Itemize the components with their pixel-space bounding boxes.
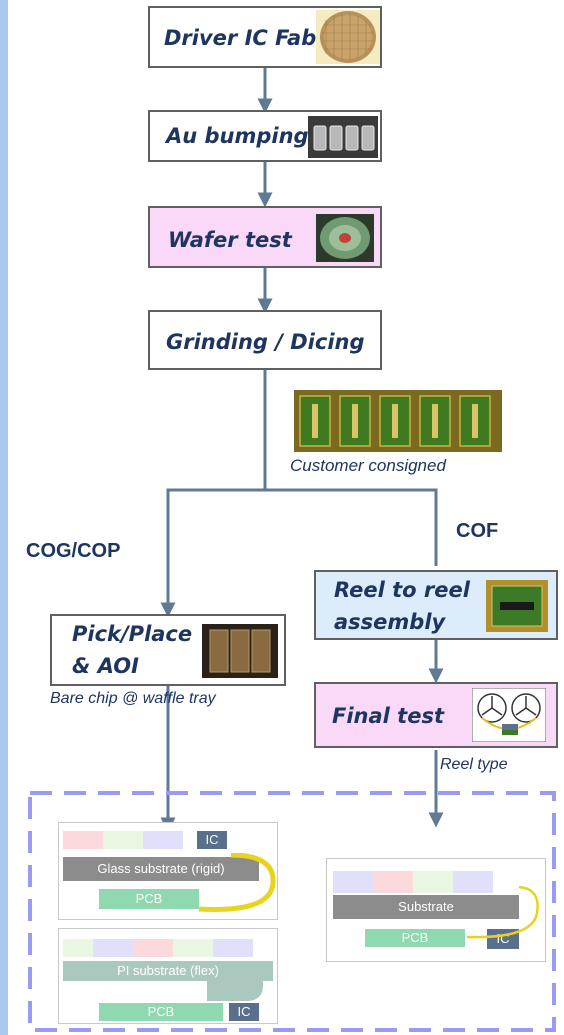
cof-tape-image: [294, 390, 502, 452]
flex-connector: [199, 853, 276, 912]
step-grinding-dicing-label: Grinding / Dicing: [166, 330, 365, 354]
step-final-test-label: Final test: [332, 704, 444, 728]
cof-film-image: [486, 580, 548, 632]
color-filter-green: [63, 939, 93, 957]
step-grinding-dicing: Grinding / Dicing: [148, 310, 382, 370]
ic-chip: IC: [229, 1003, 259, 1021]
left-accent-bar: [0, 0, 8, 1035]
step-pick-place-aoi: Pick/Place & AOI: [50, 614, 286, 686]
color-filter-blue: [143, 831, 183, 849]
step-reel-to-reel: Reel to reel assembly: [314, 570, 558, 640]
step-pick-place-label-line1: Pick/Place: [72, 622, 193, 646]
color-filter-red: [63, 831, 103, 849]
waffle-tray-image: [202, 624, 278, 678]
flex-connector: [467, 885, 539, 939]
step-final-test: Final test: [314, 682, 558, 748]
reel-icon: [472, 688, 546, 742]
color-filter-red: [373, 871, 413, 893]
connector-to-cof: [265, 488, 438, 566]
caption-bare-chip: Bare chip @ waffle tray: [50, 690, 216, 707]
step-driver-ic-fab-label: Driver IC Fab: [164, 26, 317, 50]
color-filter-red: [133, 939, 173, 957]
color-filter-blue: [333, 871, 373, 893]
step-reel-to-reel-label-line2: assembly: [334, 610, 446, 634]
flex-fold: [207, 981, 263, 1001]
color-filter-green: [413, 871, 453, 893]
branch-label-cof: COF: [456, 520, 499, 542]
step-pick-place-label-line2: & AOI: [72, 654, 139, 678]
branch-label-cog-cop: COG/COP: [26, 540, 121, 562]
panel-cof-substrate: Substrate PCB IC: [326, 858, 546, 962]
color-filter-blue: [213, 939, 253, 957]
color-filter-blue: [453, 871, 493, 893]
color-filter-blue: [93, 939, 133, 957]
pcb-bar: PCB: [99, 889, 199, 909]
bump-sem-image: [308, 116, 378, 158]
color-filter-green: [103, 831, 143, 849]
ic-chip: IC: [197, 831, 227, 849]
pi-substrate-bar: PI substrate (flex): [63, 961, 273, 981]
prober-image: [316, 214, 374, 262]
step-au-bumping: Au bumping: [148, 110, 382, 162]
panel-pi-substrate: PI substrate (flex) PCB IC: [58, 928, 278, 1024]
step-wafer-test: Wafer test: [148, 206, 382, 268]
caption-reel-type: Reel type: [440, 756, 508, 773]
pcb-bar: PCB: [99, 1003, 223, 1021]
step-wafer-test-label: Wafer test: [168, 228, 292, 252]
caption-customer-consigned: Customer consigned: [290, 456, 446, 475]
substrate-bar: Substrate: [333, 895, 519, 919]
step-driver-ic-fab: Driver IC Fab: [148, 6, 382, 68]
step-reel-to-reel-label-line1: Reel to reel: [334, 578, 470, 602]
wafer-image: [316, 10, 380, 64]
color-filter-green: [173, 939, 213, 957]
assembly-dashed-frame: [28, 791, 556, 1032]
panel-glass-substrate: IC Glass substrate (rigid) PCB: [58, 822, 278, 920]
step-au-bumping-label: Au bumping: [166, 124, 309, 148]
arrow-to-pick-place: [160, 370, 267, 618]
glass-substrate-bar: Glass substrate (rigid): [63, 857, 259, 881]
pcb-bar: PCB: [365, 929, 465, 947]
